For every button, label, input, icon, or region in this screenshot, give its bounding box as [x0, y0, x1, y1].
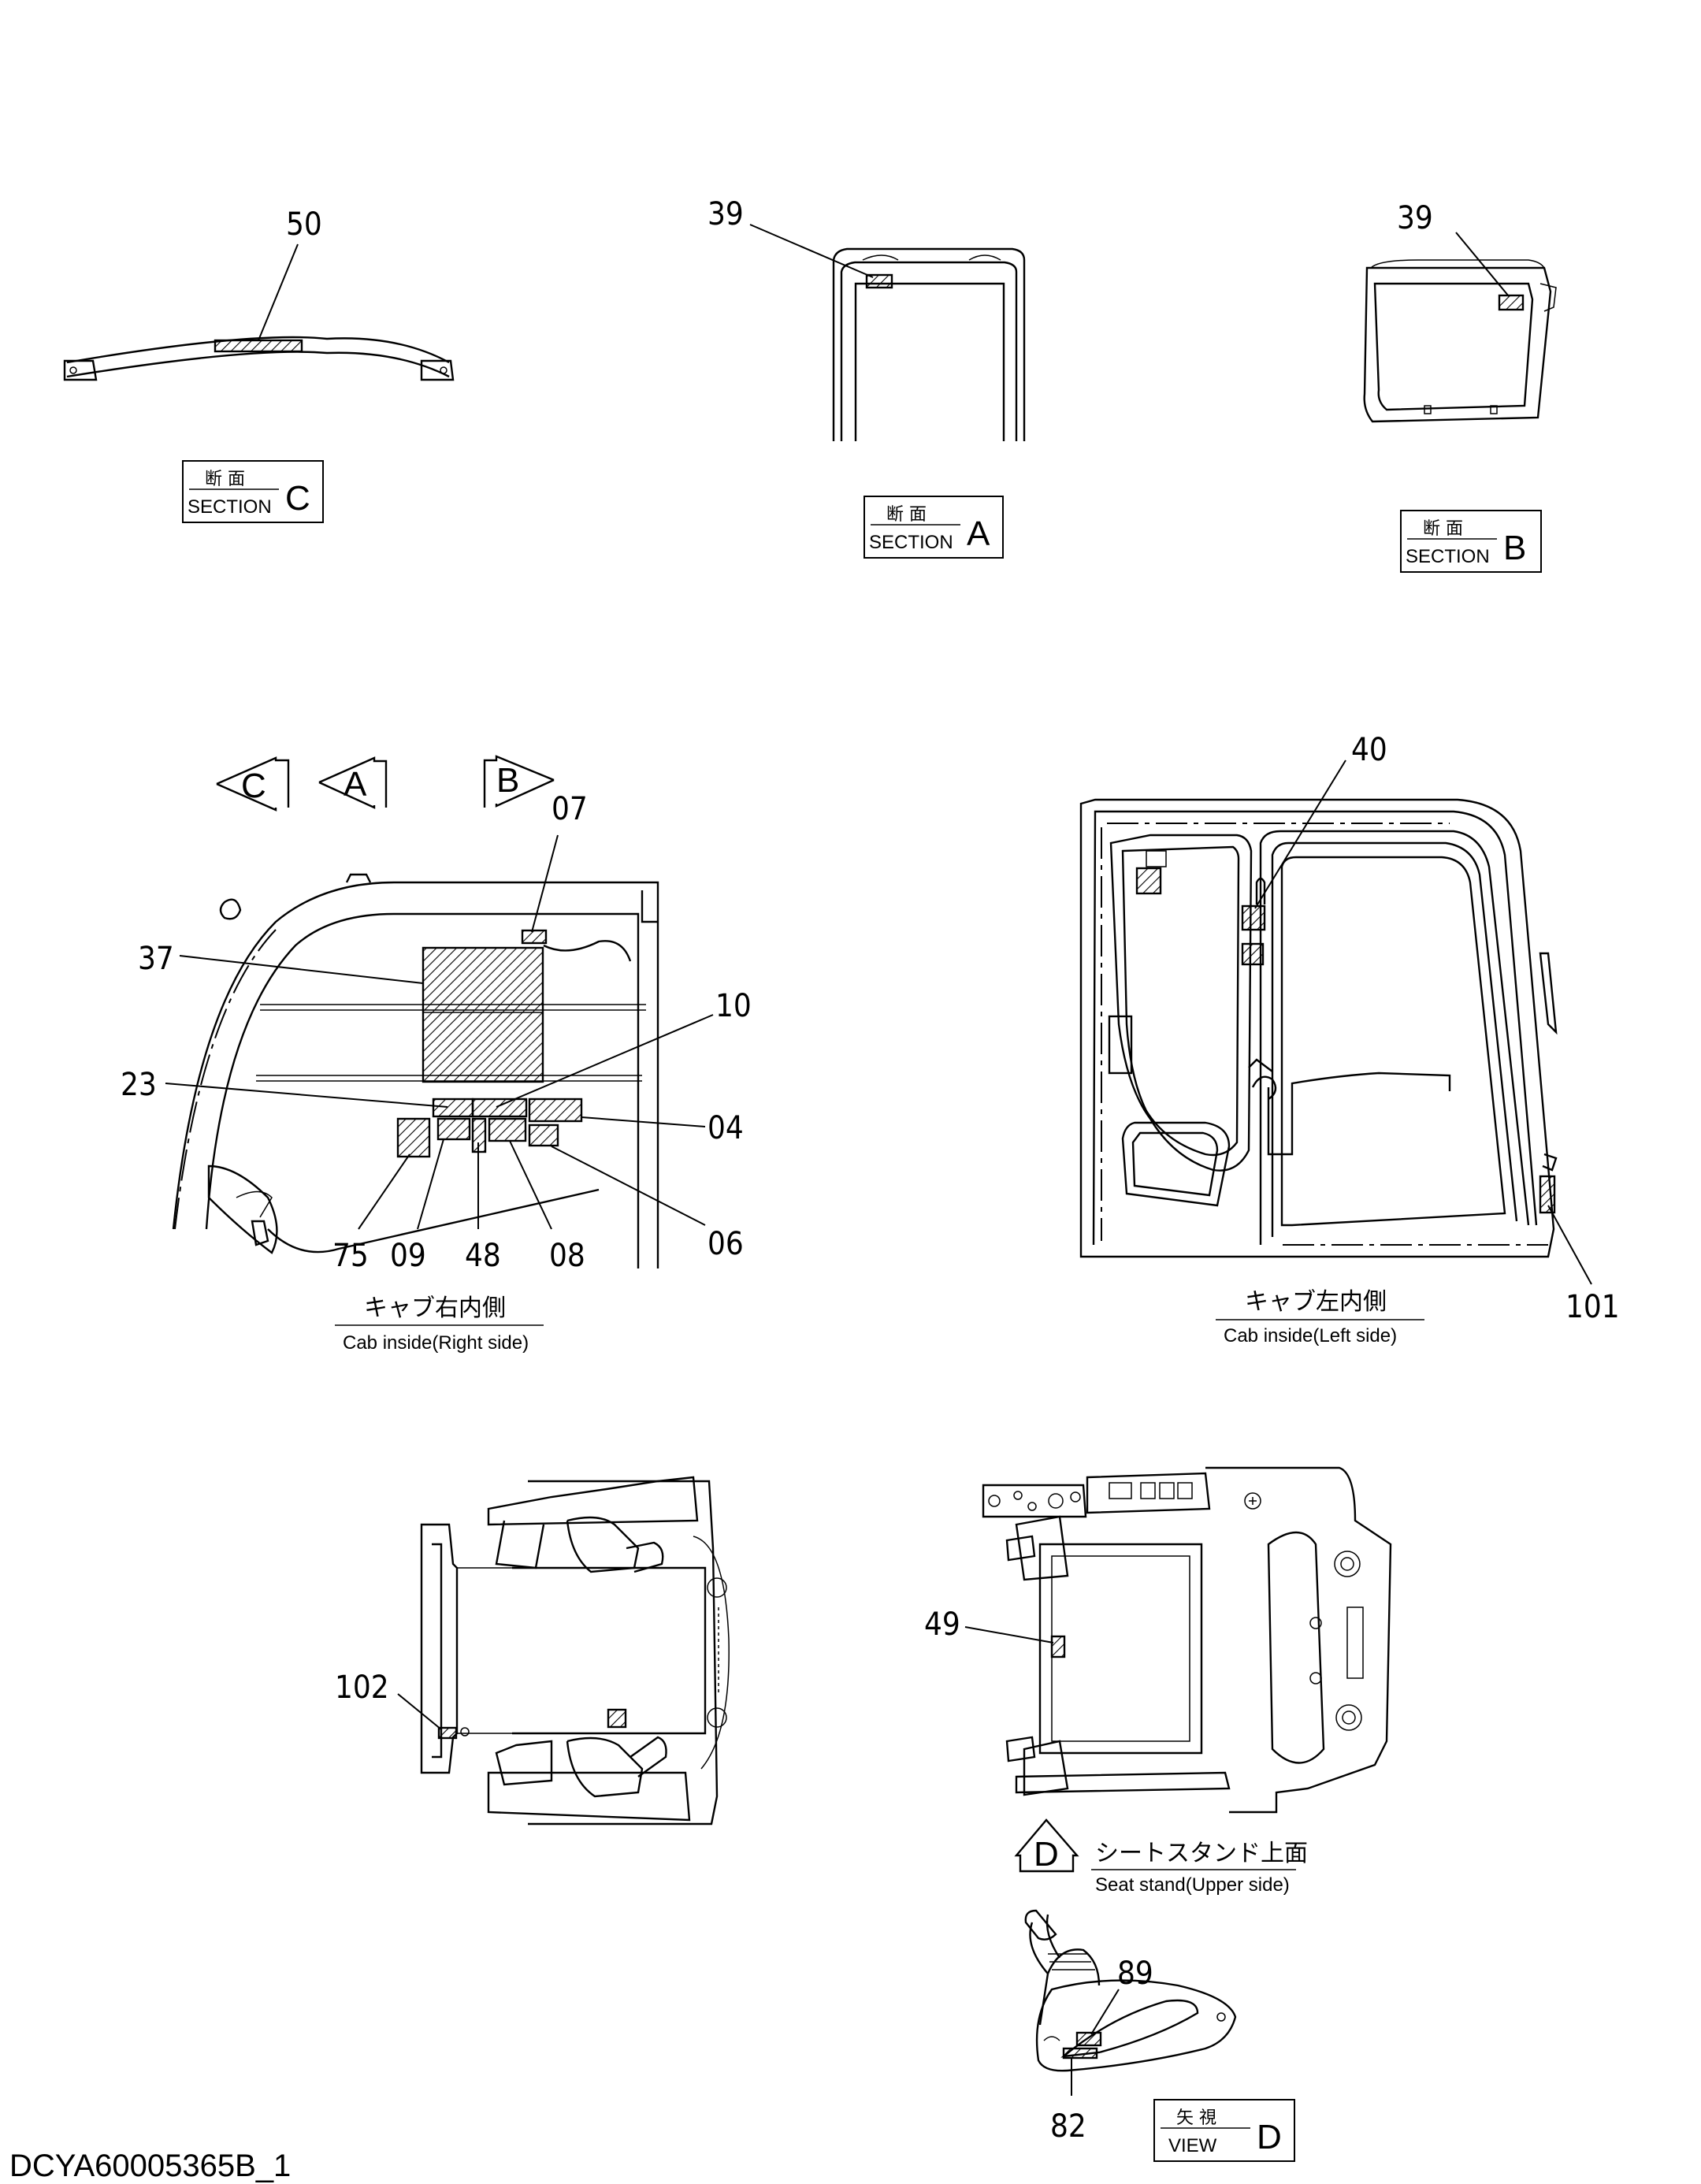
callout-10: 10 [715, 988, 752, 1024]
section-c-handrail-view: 50 [63, 206, 455, 381]
view-d-label: 矢 視 VIEW D [1153, 2099, 1295, 2162]
svg-text:矢 視: 矢 視 [1176, 2108, 1216, 2128]
section-a-frame-view: 39 [708, 196, 1026, 441]
svg-text:A: A [967, 514, 990, 553]
callout-39-b: 39 [1397, 200, 1433, 236]
decal-37 [422, 946, 544, 1083]
svg-text:VIEW: VIEW [1168, 2135, 1217, 2156]
callout-23: 23 [121, 1067, 157, 1103]
callout-101: 101 [1565, 1289, 1620, 1325]
decal-10 [471, 1098, 528, 1118]
decal-04 [528, 1098, 583, 1123]
view-arrow-d: D [1014, 1818, 1079, 1874]
seat-stand-caption: シートスタンド上面 Seat stand(Upper side) [1091, 1840, 1308, 1896]
section-c-label: 断 面 SECTION C [182, 460, 324, 523]
section-b-label: 断 面 SECTION B [1400, 510, 1542, 573]
svg-text:Seat stand(Upper side): Seat stand(Upper side) [1095, 1874, 1290, 1896]
svg-text:A: A [344, 765, 367, 804]
view-d-lever-view: 89 82 [1024, 1909, 1237, 2145]
svg-text:C: C [241, 767, 266, 805]
decal-23 [432, 1098, 474, 1118]
decal-82 [1062, 2047, 1098, 2060]
callout-39-a: 39 [708, 196, 744, 232]
decal-50 [214, 339, 303, 353]
svg-text:D: D [1034, 1835, 1059, 1874]
callout-07: 07 [552, 791, 588, 827]
cab-left-caption: キャブ左内側 Cab inside(Left side) [1216, 1288, 1424, 1346]
decal-06 [528, 1124, 559, 1147]
svg-text:B: B [1503, 529, 1526, 567]
svg-text:SECTION: SECTION [188, 496, 272, 518]
callout-09: 09 [390, 1238, 426, 1274]
callout-04: 04 [708, 1110, 744, 1146]
callout-75: 75 [332, 1238, 369, 1274]
callout-06: 06 [708, 1226, 744, 1262]
svg-text:SECTION: SECTION [869, 532, 953, 553]
callout-08: 08 [549, 1238, 585, 1274]
decal-07 [521, 929, 548, 945]
callout-82: 82 [1050, 2108, 1086, 2145]
svg-text:断 面: 断 面 [1423, 519, 1463, 539]
callout-50: 50 [286, 206, 322, 243]
decal-75 [396, 1117, 431, 1158]
cab-right-inside-view: 07 37 10 23 04 75 09 48 08 06 [121, 791, 752, 1274]
svg-text:D: D [1257, 2118, 1282, 2156]
decal-08 [488, 1117, 527, 1142]
callout-102: 102 [335, 1670, 389, 1706]
svg-text:Cab inside(Left side): Cab inside(Left side) [1224, 1325, 1397, 1346]
cab-right-caption: キャブ右内側 Cab inside(Right side) [335, 1294, 544, 1354]
document-id: DCYA60005365B_1 [9, 2149, 291, 2183]
svg-text:C: C [285, 479, 310, 518]
decal-09 [436, 1117, 471, 1141]
decal-39-b [1498, 294, 1525, 311]
cab-left-inside-view: 40 101 [1079, 732, 1620, 1325]
seat-stand-upper-view: 49 [924, 1466, 1392, 1814]
decal-49 [1050, 1635, 1066, 1658]
decal-89 [1075, 2031, 1102, 2047]
view-arrow-a: A [318, 756, 388, 809]
section-a-label: 断 面 SECTION A [863, 496, 1004, 559]
view-arrow-b: B [483, 755, 555, 808]
callout-49: 49 [924, 1606, 960, 1643]
callout-37: 37 [138, 941, 174, 977]
svg-text:B: B [496, 761, 519, 800]
decal-40 [1241, 904, 1266, 931]
svg-text:Cab inside(Right side): Cab inside(Right side) [343, 1332, 529, 1354]
seat-stand-left-view: 102 [335, 1476, 730, 1826]
svg-text:キャブ左内側: キャブ左内側 [1245, 1288, 1387, 1316]
section-b-roof-view: 39 [1363, 200, 1557, 423]
svg-text:断 面: 断 面 [205, 470, 245, 489]
callout-48: 48 [465, 1238, 501, 1274]
decal-39-a [865, 273, 893, 289]
callout-89: 89 [1117, 1956, 1153, 1992]
callout-40: 40 [1351, 732, 1387, 768]
svg-text:キャブ右内側: キャブ右内側 [364, 1294, 506, 1322]
svg-text:SECTION: SECTION [1406, 546, 1490, 567]
decal-102 [437, 1726, 458, 1740]
svg-text:断 面: 断 面 [886, 505, 927, 525]
decal-101 [1539, 1175, 1556, 1214]
svg-text:シートスタンド上面: シートスタンド上面 [1095, 1840, 1308, 1867]
view-arrow-c: C [216, 756, 290, 812]
